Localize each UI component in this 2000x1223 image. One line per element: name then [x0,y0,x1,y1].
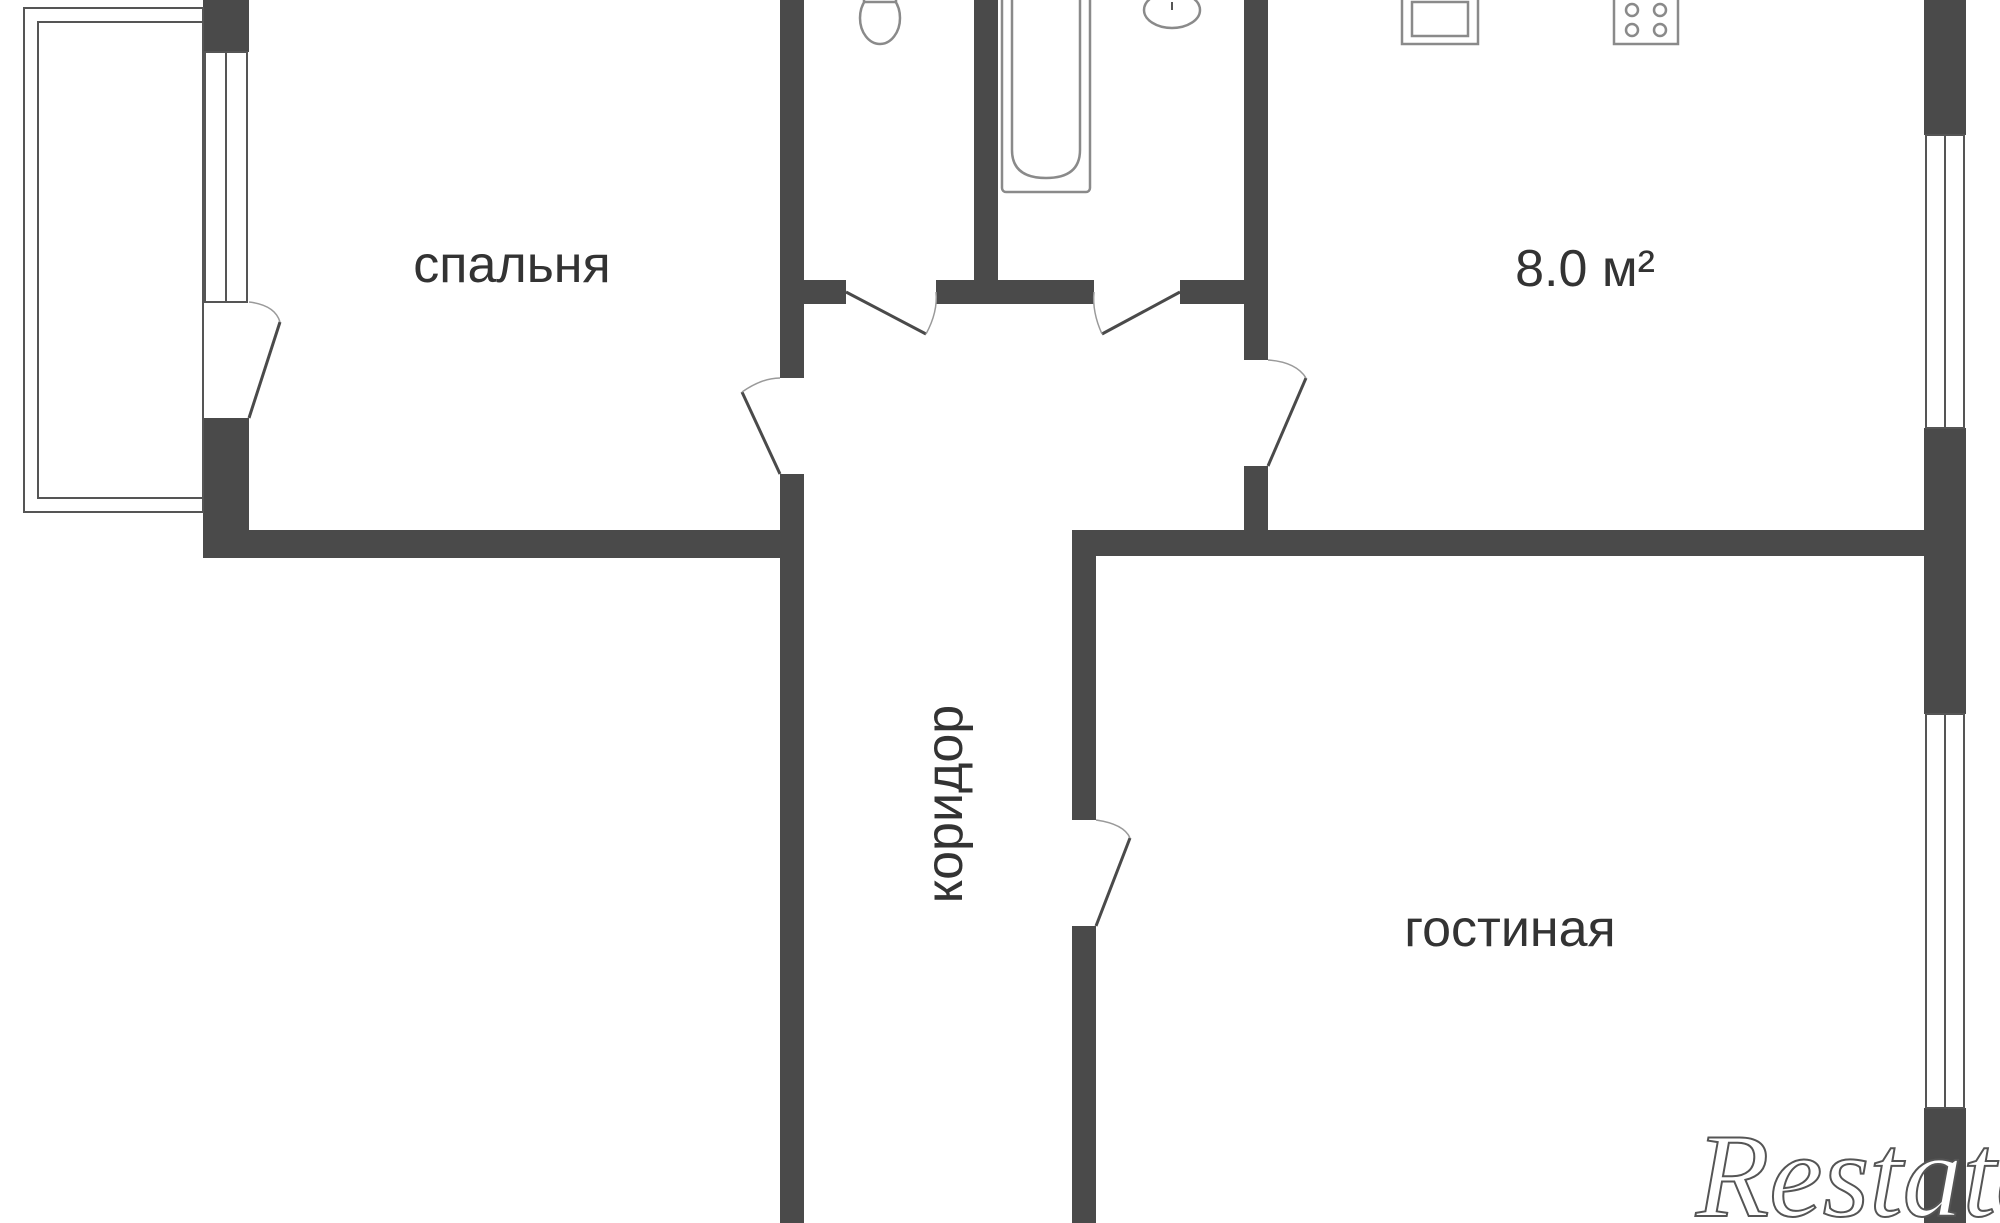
kitchen-door [1266,359,1308,467]
watermark-logo: Restate [1695,1109,2000,1223]
wall-kitchen-left-top [1244,0,1268,360]
wall-living-left-top [1072,530,1096,820]
room-label-bedroom: спальня [413,236,610,294]
stove-burner-2 [1652,2,1668,18]
wall-right-middle [1924,428,1966,714]
balcony-door [247,301,282,419]
toilet-door [845,290,938,336]
room-label-living-room: гостиная [1404,900,1615,958]
balcony [23,7,204,513]
wall-wc-bottom-right [1180,280,1244,304]
toilet-door-leaf [845,290,927,336]
kitchen-sink-inner [1410,0,1470,38]
wall-right-bottom [1924,1108,1966,1223]
toilet-door-arc [925,291,938,335]
wall-bedroom-bottom [203,530,788,558]
wall-corridor-left-top [780,0,804,378]
wall-wc-bottom-mid [936,280,1094,304]
toilet-tank [862,0,898,4]
wall-corridor-left-bottom [780,474,804,1223]
wall-kitchen-bottom [1072,530,1960,556]
kitchen-door-arc [1267,359,1307,379]
kitchen-door-leaf [1266,377,1308,467]
wall-bedroom-left-top [203,0,249,52]
bathtub-icon [1000,0,1092,194]
bedroom-door-leaf [740,391,782,475]
balcony-inner [37,21,204,499]
bathroom-door-arc [1092,291,1103,335]
room-label-kitchen-area: 8.0 м² [1515,240,1655,298]
living-window [1925,713,1965,1109]
bathroom-door-leaf [1101,290,1181,336]
balcony-door-arc [248,301,281,323]
bedroom-window [204,51,248,303]
kitchen-sink-icon [1400,0,1480,46]
walls [203,0,1966,1223]
wall-toilet-bath [974,0,998,300]
room-label-corridor: коридор [916,705,974,903]
stove-body [1612,0,1680,46]
toilet-bowl [858,0,902,46]
fixtures [858,0,1680,194]
wall-wc-bottom-left [804,280,846,304]
living-door-leaf [1094,837,1132,927]
stove-icon [1612,0,1680,46]
bathtub-inner [1010,0,1082,180]
washbasin-icon [1142,0,1202,30]
wall-right-top [1924,0,1966,135]
living-door [1094,819,1132,927]
doors [247,290,1308,927]
kitchen-window [1925,134,1965,429]
bedroom-door [740,377,782,475]
toilet-icon [858,0,902,46]
wall-living-left-bottom [1072,926,1096,1223]
stove-burner-1 [1624,2,1640,18]
washbasin-bowl [1142,0,1202,30]
windows [23,7,1965,1109]
bedroom-door-arc [741,377,781,393]
stove-burner-4 [1652,22,1668,38]
room-labels: спальня 8.0 м² коридор гостиная [413,236,1655,958]
living-door-arc [1095,819,1131,839]
balcony-door-leaf [247,321,282,419]
bathroom-door [1092,290,1181,336]
stove-burner-3 [1624,22,1640,38]
